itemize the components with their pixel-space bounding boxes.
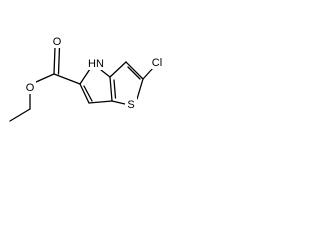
bond-fusion bbox=[109, 76, 113, 102]
atom-label-cl: Cl bbox=[152, 57, 162, 69]
bond-ch2-ch3 bbox=[9, 108, 31, 122]
atom-label-o-carbonyl: O bbox=[53, 36, 62, 48]
atom-bg-o-carbonyl bbox=[51, 34, 63, 48]
atom-labels: HN S Cl O O bbox=[24, 34, 165, 111]
bond-c6-c7a bbox=[88, 100, 113, 104]
bond-ccarbonyl-ocarbonyl-double bbox=[57, 46, 61, 75]
bond-c3-c2 bbox=[125, 61, 144, 80]
atom-label-s: S bbox=[127, 99, 134, 111]
atom-bg-o-ester bbox=[24, 80, 36, 94]
bond-s-c7a bbox=[111, 100, 126, 105]
bond-ccarbonyl-oester bbox=[35, 73, 55, 83]
bond-c2-s bbox=[136, 78, 144, 100]
atom-bg-s bbox=[125, 97, 137, 111]
bond-c5-c6-double bbox=[83, 85, 93, 102]
bond-c5-ccarbonyl bbox=[53, 73, 81, 85]
bond-fusion-double bbox=[113, 79, 117, 99]
atom-bg-nh bbox=[86, 56, 104, 70]
atom-bg-cl bbox=[148, 55, 165, 69]
bond-c3-c2-double bbox=[127, 66, 141, 80]
bond-c3a-c3 bbox=[109, 61, 127, 78]
bond-c2-cl bbox=[142, 67, 154, 80]
bonds bbox=[9, 46, 154, 122]
bond-n-c5 bbox=[79, 68, 91, 85]
bond-ccarbonyl-ocarbonyl bbox=[53, 46, 56, 75]
bond-c5-c6 bbox=[79, 83, 90, 104]
atom-label-nh: HN bbox=[88, 58, 104, 70]
chemical-structure-diagram: HN S Cl O O bbox=[9, 34, 165, 122]
bond-c3a-n bbox=[100, 69, 111, 78]
atom-label-o-ester: O bbox=[26, 82, 35, 94]
